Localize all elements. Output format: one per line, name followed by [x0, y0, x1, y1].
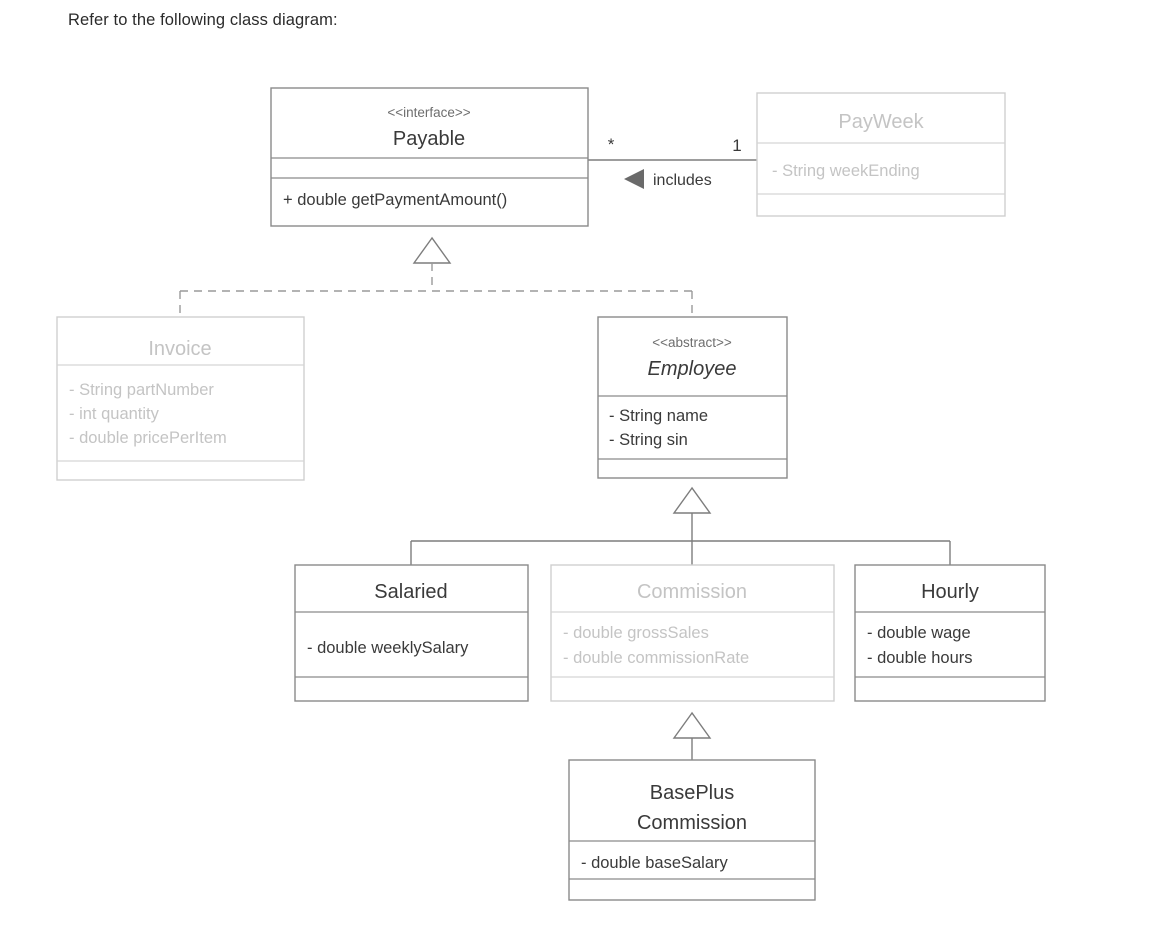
solid-triangle-arrowhead: [624, 169, 644, 189]
hollow-triangle-arrowhead-commission: [672, 711, 712, 739]
salaried-outline: [294, 564, 529, 702]
generalization-baseplus-to-commission[interactable]: [672, 711, 712, 760]
commission-outline: [550, 564, 835, 702]
payable-class-name: Payable: [393, 128, 465, 150]
association-payable-payweek[interactable]: * 1 includes: [588, 135, 757, 189]
baseplus-class-name-line-2: Commission: [637, 812, 747, 834]
payweek-class-name: PayWeek: [838, 111, 924, 133]
payweek-attribute-1: - String weekEnding: [772, 162, 920, 180]
payweek-outline: [756, 92, 1006, 217]
employee-attribute-2: - String sin: [609, 431, 688, 449]
payable-operation-1: + double getPaymentAmount(): [283, 191, 507, 209]
invoice-outline: [56, 316, 305, 481]
generalization-to-employee[interactable]: [410, 486, 951, 565]
salaried-class-name: Salaried: [374, 581, 447, 603]
hourly-outline: [854, 564, 1046, 702]
hourly-attribute-2: - double hours: [867, 649, 973, 667]
page-title: Refer to the following class diagram:: [68, 11, 338, 29]
class-box-employee[interactable]: <<abstract>> Employee - String name - St…: [597, 316, 788, 479]
class-box-payable[interactable]: <<interface>> Payable + double getPaymen…: [270, 87, 589, 227]
commission-attribute-1: - double grossSales: [563, 624, 709, 642]
class-box-baseplus-commission[interactable]: BasePlus Commission - double baseSalary: [568, 759, 816, 901]
hourly-class-name: Hourly: [921, 581, 979, 603]
payable-stereotype: <<interface>>: [387, 105, 470, 120]
salaried-attribute-1: - double weeklySalary: [307, 639, 469, 657]
multiplicity-source: *: [608, 135, 615, 154]
employee-attribute-1: - String name: [609, 407, 708, 425]
invoice-attribute-3: - double pricePerItem: [69, 429, 227, 447]
invoice-attribute-1: - String partNumber: [69, 381, 214, 399]
hourly-attribute-1: - double wage: [867, 624, 971, 642]
commission-attribute-2: - double commissionRate: [563, 649, 749, 667]
class-box-commission[interactable]: Commission - double grossSales - double …: [550, 564, 835, 702]
employee-class-name: Employee: [648, 358, 737, 380]
hollow-triangle-arrowhead-payable: [412, 236, 452, 264]
baseplus-class-name-line-1: BasePlus: [650, 782, 735, 804]
association-label: includes: [653, 172, 712, 189]
class-box-payweek[interactable]: PayWeek - String weekEnding: [756, 92, 1006, 217]
realization-to-payable[interactable]: [179, 236, 693, 317]
employee-stereotype: <<abstract>>: [652, 335, 732, 350]
invoice-class-name: Invoice: [148, 338, 211, 360]
hollow-triangle-arrowhead-employee: [672, 486, 712, 514]
payable-outline: [270, 87, 589, 227]
class-box-salaried[interactable]: Salaried - double weeklySalary: [294, 564, 529, 702]
baseplus-outline: [568, 759, 816, 901]
invoice-attribute-2: - int quantity: [69, 405, 160, 423]
employee-outline: [597, 316, 788, 479]
class-box-hourly[interactable]: Hourly - double wage - double hours: [854, 564, 1046, 702]
multiplicity-target: 1: [732, 136, 741, 155]
commission-class-name: Commission: [637, 581, 747, 603]
baseplus-attribute-1: - double baseSalary: [581, 854, 729, 872]
class-box-invoice[interactable]: Invoice - String partNumber - int quanti…: [56, 316, 305, 481]
